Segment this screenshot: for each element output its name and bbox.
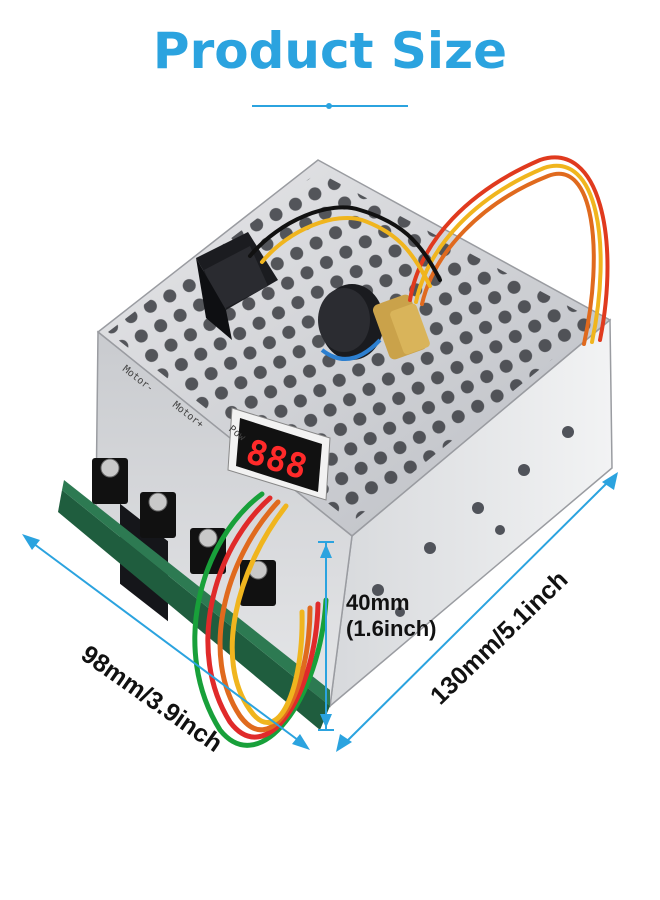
page-title: Product Size [152, 22, 508, 80]
length-dimension-arrow [336, 472, 618, 752]
height-inch-label: (1.6inch) [346, 616, 437, 641]
title-divider [252, 103, 408, 109]
circuit-board [58, 458, 330, 730]
switch-cable [248, 205, 442, 288]
rocker-switch [196, 232, 278, 340]
height-label: 40mm (1.6inch) [346, 590, 436, 642]
height-mm-label: 40mm [346, 590, 410, 615]
potentiometer-knob [318, 284, 430, 361]
width-dimension-arrow [22, 534, 310, 750]
height-dimension-arrow [318, 541, 334, 731]
terminal-block [92, 458, 276, 606]
potentiometer-cable [408, 155, 610, 346]
display-cable [192, 491, 329, 748]
